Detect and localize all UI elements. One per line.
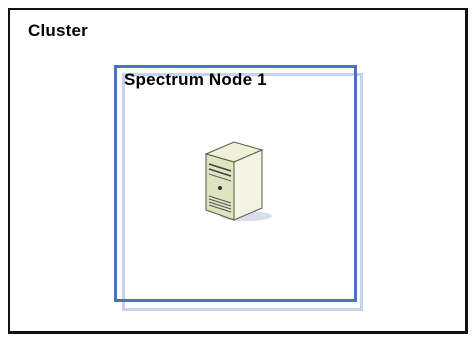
cluster-label: Cluster <box>28 21 88 40</box>
spectrum-node-label: Spectrum Node 1 <box>124 70 267 89</box>
spectrum-node-box[interactable] <box>114 65 357 302</box>
node-box-shadow <box>122 73 363 311</box>
server-icon[interactable] <box>196 136 276 226</box>
